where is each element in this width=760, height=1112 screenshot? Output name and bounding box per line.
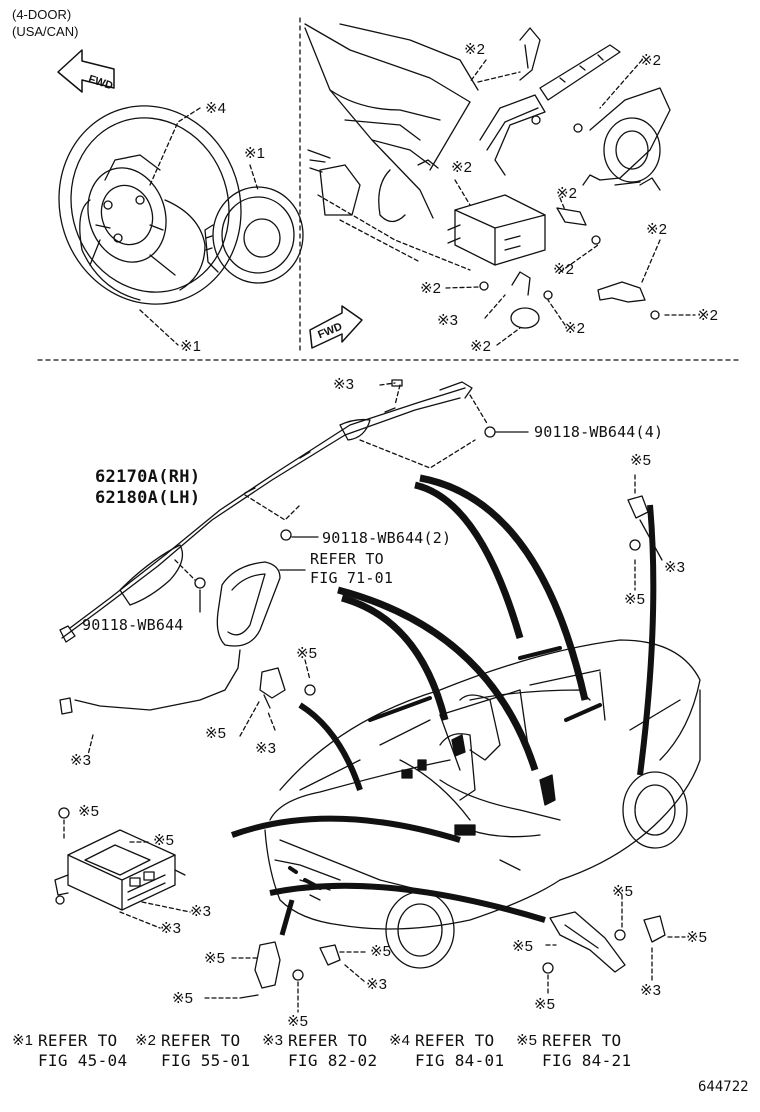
mark-4-label: ※4 [205,100,226,117]
steering-support-bracket [479,27,546,176]
mark-3-label: ※3 [255,740,276,757]
mark-3-label: ※3 [333,376,354,393]
legend-mark: ※2 [135,1032,156,1049]
airbag-control-module-drawing [54,807,186,911]
mark-5-label: ※5 [630,452,651,469]
mark-4-leader [149,107,201,186]
mark-2-label: ※2 [697,307,718,324]
mark-2-label: ※2 [451,159,472,176]
mark-1-leaders [139,164,259,346]
location-pointer-lines [230,474,657,936]
mark-5-label: ※5 [624,591,645,608]
curtain-dashed-lines [174,384,489,581]
bolt-part-number-4: 90118-WB644(4) [534,423,664,441]
legend-fig: FIG 45-04 [38,1051,128,1070]
dashboard-drawing [304,23,479,223]
bolt-part-number-2: 90118-WB644(2) [322,529,452,547]
steering-wheel-drawing [58,105,242,305]
mark-5-label: ※5 [612,883,633,900]
cross-member-drawing [539,44,671,191]
mark-3-label: ※3 [70,752,91,769]
mark-2-label: ※2 [646,221,667,238]
rear-sensor-bracket-drawing [542,911,666,974]
part-number-leaders [199,431,529,613]
mark-3-label: ※3 [640,982,661,999]
mark-2-label: ※2 [556,185,577,202]
mark-5-label: ※5 [686,929,707,946]
legend-fig: FIG 82-02 [288,1051,378,1070]
mark-5-label: ※5 [205,725,226,742]
legend-fig: FIG 84-01 [415,1051,505,1070]
mark-2-label: ※2 [564,320,585,337]
legend-refer-label: REFER TO [38,1031,118,1050]
mark-3-label: ※3 [366,976,387,993]
legend-mark: ※1 [12,1032,33,1049]
mark-5-label: ※5 [512,938,533,955]
fwd-arrow-icon: FWD [309,305,363,349]
legend-mark: ※3 [262,1032,283,1049]
mark-5-label: ※5 [78,803,99,820]
mark-3-label: ※3 [190,903,211,920]
diagram-id: 644722 [698,1079,749,1095]
header-region: (USA/CAN) [12,24,79,39]
mark-5-label: ※5 [153,832,174,849]
mark-3-label: ※3 [437,312,458,329]
fwd-arrow-icon: FWD [57,49,115,93]
mark-2-label: ※2 [464,41,485,58]
seat-airbag-drawing [59,561,281,715]
mark-5-label: ※5 [370,943,391,960]
car-body-drawing [264,639,701,969]
module-leaders [63,819,191,929]
mark-2-label: ※2 [470,338,491,355]
mark-5-label: ※5 [204,950,225,967]
mark-5-label: ※5 [172,990,193,1007]
dashboard-dashed-lines [317,71,521,271]
refer-fig-71-01: FIG 71-01 [310,569,394,587]
mark-3-label: ※3 [664,559,685,576]
small-brackets [479,115,660,329]
legend-refer-label: REFER TO [288,1031,368,1050]
curtain-airbag-rh-part-number: 62170A(RH) [95,467,201,487]
mark-2-label: ※2 [640,52,661,69]
mark-5-label: ※5 [534,996,555,1013]
mark-3-5-leaders [87,382,636,756]
legend-mark: ※5 [516,1032,537,1049]
refer-to-label: REFER TO [310,550,384,568]
curtain-airbag-lh-part-number: 62180A(LH) [95,488,201,508]
mark-3-label: ※3 [160,920,181,937]
car-sensor-highlights [288,646,602,890]
mark-2-label: ※2 [420,280,441,297]
steering-airbag-drawing [204,186,304,284]
mark-5-label: ※5 [296,645,317,662]
mark-1-label: ※1 [180,338,201,355]
bolts-curtain [194,379,496,589]
legend-mark: ※4 [389,1032,410,1049]
passenger-airbag-drawing [447,194,546,266]
impact-sensors-drawing [259,495,663,709]
legend-refer-label: REFER TO [415,1031,495,1050]
front-sensor-leaders [204,951,369,1013]
mark-2-leaders [445,59,696,346]
curtain-airbag-drawing [59,381,473,643]
rear-sensor-leaders [545,894,686,996]
legend-fig: FIG 84-21 [542,1051,632,1070]
header-door-type: (4-DOOR) [12,7,72,22]
legend-refer-label: REFER TO [161,1031,241,1050]
mark-5-label: ※5 [287,1013,308,1030]
car-interior-drawing [399,694,561,871]
legend-fig: FIG 55-01 [161,1051,251,1070]
bolt-part-number-1: 90118-WB644 [82,616,184,634]
legend-refer-label: REFER TO [542,1031,622,1050]
section-dividers [37,17,741,361]
front-sensor-drawing [239,941,341,999]
mark-1-label: ※1 [244,145,265,162]
mark-2-label: ※2 [553,261,574,278]
